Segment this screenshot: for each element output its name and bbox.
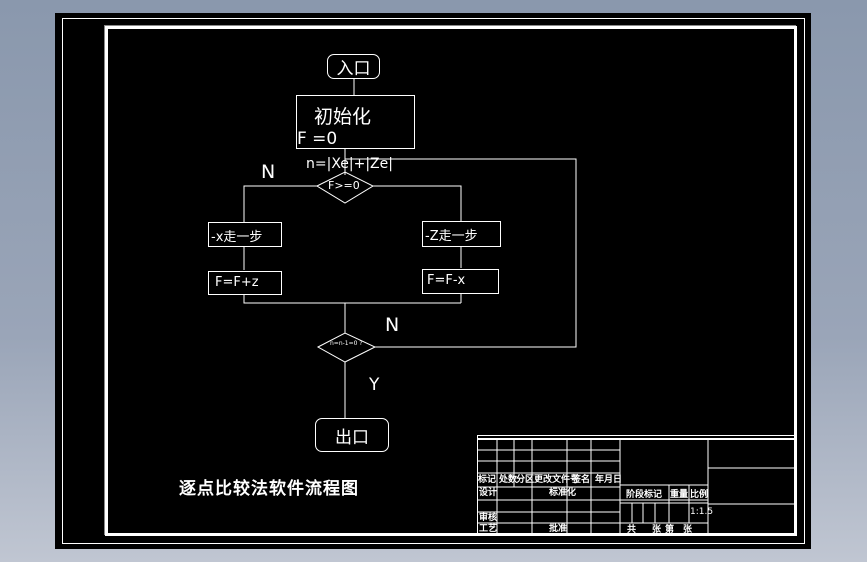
drawing-title: 逐点比较法软件流程图	[179, 479, 359, 499]
tb-sheets-total: 共	[627, 525, 637, 535]
left-update-box[interactable]: F=F+z	[208, 271, 282, 295]
left-update-label: F=F+z	[215, 275, 259, 290]
tb-label-change-doc: 更改文件号	[534, 475, 580, 485]
entry-label: 入口	[336, 59, 371, 79]
loop-no-label: N	[385, 314, 400, 336]
title-block: 标记 处数 分区 更改文件号 签名 年月日 设计 标准化 审核 工艺 批准 阶段…	[477, 435, 796, 535]
tb-scale-value: 1:1.5	[690, 507, 714, 517]
left-step-box[interactable]: -x走一步	[208, 222, 282, 247]
tb-label-date: 年月日	[595, 475, 623, 485]
counter-formula: n=|Xe|+|Ze|	[306, 156, 393, 172]
left-step-label: -x走一步	[211, 230, 263, 245]
tb-design: 设计	[479, 488, 498, 498]
right-step-label: -Z走一步	[425, 229, 478, 244]
end-decision-diamond[interactable]	[318, 333, 375, 362]
tb-label-zone: 分区	[516, 475, 535, 485]
right-update-box[interactable]: F=F-x	[422, 269, 499, 294]
yes-label: Y	[369, 375, 380, 395]
tb-stage-mark: 阶段标记	[626, 490, 663, 500]
tb-label-mark: 标记	[478, 475, 497, 485]
title-block-grid	[477, 435, 796, 535]
right-update-label: F=F-x	[427, 273, 466, 288]
tb-sheet-no: 第	[665, 525, 675, 535]
right-step-box[interactable]: -Z走一步	[422, 221, 501, 247]
tb-review: 审核	[479, 513, 498, 523]
tb-approve: 批准	[549, 524, 568, 534]
tb-process: 工艺	[479, 524, 498, 534]
end-decision-label: n=n-1=0 ?	[330, 340, 363, 347]
tb-standardization: 标准化	[549, 488, 577, 498]
tb-label-signature: 签名	[572, 475, 591, 485]
tb-sheet-unit: 张	[652, 525, 662, 535]
exit-terminal[interactable]: 出口	[315, 418, 389, 452]
tb-label-count: 处数	[499, 475, 518, 485]
init-label: 初始化	[314, 106, 372, 128]
branch-no-label: N	[261, 161, 276, 183]
init-process-box[interactable]: 初始化 F =0	[296, 95, 415, 149]
exit-label: 出口	[335, 427, 369, 448]
init-formula: F =0	[297, 129, 338, 149]
main-decision-label: F>=0	[328, 179, 360, 192]
drawing-canvas[interactable]	[55, 13, 811, 549]
main-decision-diamond[interactable]	[317, 172, 373, 203]
entry-terminal[interactable]: 入口	[327, 54, 380, 79]
outer-frame-line	[62, 18, 805, 544]
tb-scale-label: 比例	[690, 490, 709, 500]
tb-weight: 重量	[670, 490, 689, 500]
drawing-border	[105, 26, 797, 536]
tb-sheet-unit2: 张	[683, 525, 693, 535]
